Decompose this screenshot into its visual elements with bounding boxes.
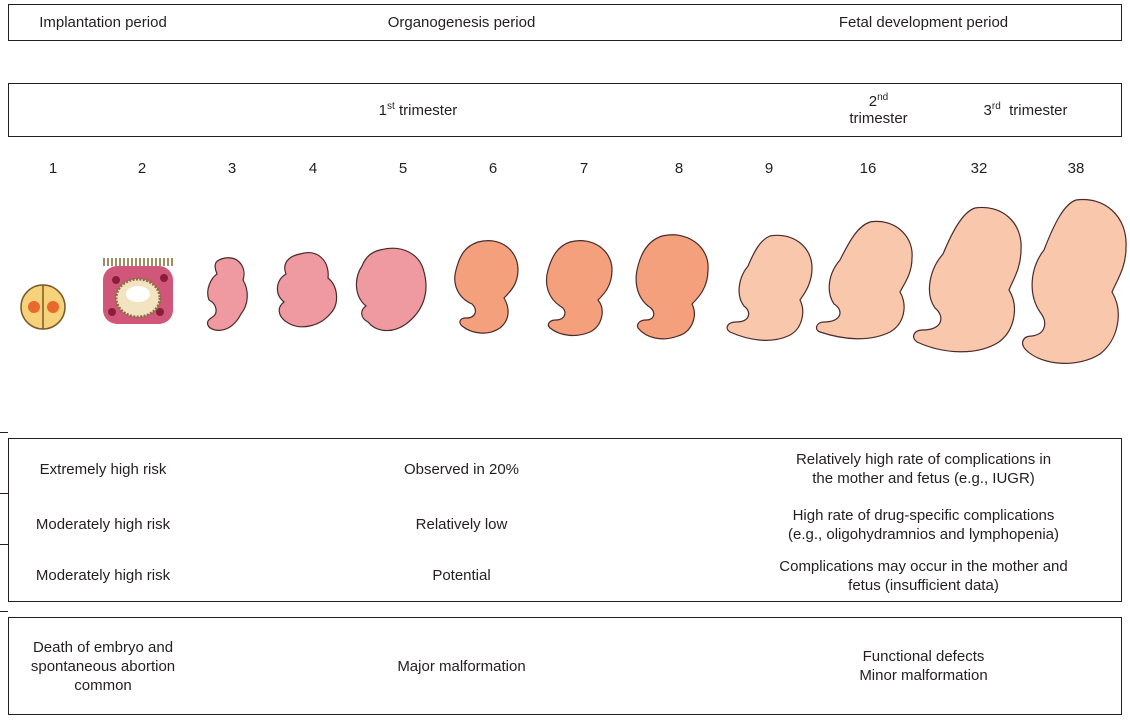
week-label: 7: [580, 160, 588, 177]
fetus-week-16-illustration: [817, 221, 913, 338]
period-organogenesis: Organogenesis period: [197, 4, 727, 41]
risk-row-3-fetal: Complications may occur in the mother an…: [726, 550, 1122, 602]
week-label: 4: [309, 160, 317, 177]
trimester-1-suffix: trimester: [395, 102, 458, 119]
trimester-3: 3rd trimester: [930, 83, 1122, 137]
risk-row-1-fetal: Relatively high rate of complications in…: [726, 438, 1122, 500]
risk-row-3-organogenesis: Potential: [197, 550, 727, 602]
risk-row-1-fetal-line-2: the mother and fetus (e.g., IUGR): [812, 469, 1035, 488]
embryo-week-4-illustration: [277, 253, 336, 327]
trimester-3-sup: rd: [992, 101, 1001, 112]
blastocyst-illustration: [103, 262, 173, 324]
zygote-illustration: [21, 285, 65, 329]
risk-row-2-implantation: Moderately high risk: [8, 499, 198, 551]
week-label: 3: [228, 160, 236, 177]
embryo-week-3-illustration: [208, 258, 248, 331]
embryo-development-illustration: [0, 190, 1130, 390]
risk-row-2-fetal-line-2: (e.g., oligohydramnios and lymphopenia): [788, 525, 1059, 544]
risk-row-1-implantation: Extremely high risk: [8, 438, 198, 500]
outcome-fetal-line-2: Minor malformation: [859, 666, 987, 685]
fetus-week-9-illustration: [727, 235, 812, 340]
row-tick: [0, 611, 8, 612]
trimester-2-sup: nd: [877, 92, 888, 103]
risk-row-1-fetal-line-1: Relatively high rate of complications in: [796, 450, 1051, 469]
outcome-organogenesis: Major malformation: [197, 617, 727, 715]
outcome-implantation-line-1: Death of embryo and: [33, 638, 173, 657]
week-label: 32: [971, 160, 988, 177]
week-label: 16: [860, 160, 877, 177]
week-label: 5: [399, 160, 407, 177]
trimester-2-ordinal: 2: [869, 93, 877, 110]
trimester-2: 2nd trimester: [827, 83, 931, 137]
embryo-week-8-illustration: [636, 235, 708, 339]
risk-row-3-fetal-line-1: Complications may occur in the mother an…: [779, 557, 1067, 576]
week-label: 2: [138, 160, 146, 177]
row-tick: [0, 493, 8, 494]
embryo-week-6-illustration: [455, 241, 518, 333]
week-label: 8: [675, 160, 683, 177]
trimester-2-suffix: trimester: [849, 110, 907, 127]
trimester-3-ordinal: 3: [984, 102, 992, 119]
fetus-week-32-illustration: [914, 207, 1022, 351]
trimester-3-suffix: trimester: [1001, 102, 1068, 119]
week-label: 9: [765, 160, 773, 177]
period-fetal: Fetal development period: [726, 4, 1122, 41]
row-tick: [0, 432, 8, 433]
risk-row-2-fetal-line-1: High rate of drug-specific complications: [793, 506, 1055, 525]
outcome-implantation: Death of embryo and spontaneous abortion…: [8, 617, 198, 715]
outcome-fetal-line-1: Functional defects: [863, 647, 985, 666]
risk-row-2-organogenesis: Relatively low: [197, 499, 727, 551]
risk-row-3-implantation: Moderately high risk: [8, 550, 198, 602]
outcome-implantation-line-3: common: [74, 676, 132, 695]
week-label: 38: [1068, 160, 1085, 177]
week-label: 6: [489, 160, 497, 177]
outcome-implantation-line-2: spontaneous abortion: [31, 657, 175, 676]
week-label: 1: [49, 160, 57, 177]
row-tick: [0, 544, 8, 545]
trimester-1-ordinal: 1: [379, 102, 387, 119]
risk-row-3-fetal-line-2: fetus (insufficient data): [848, 576, 999, 595]
fetus-week-38-illustration: [1023, 199, 1126, 363]
outcome-fetal: Functional defects Minor malformation: [726, 617, 1122, 715]
risk-row-2-fetal: High rate of drug-specific complications…: [726, 499, 1122, 551]
risk-row-1-organogenesis: Observed in 20%: [197, 438, 727, 500]
embryo-week-5-illustration: [356, 248, 426, 330]
embryo-week-7-illustration: [547, 241, 613, 336]
trimester-1-sup: st: [387, 101, 395, 112]
period-implantation: Implantation period: [8, 4, 198, 41]
trimester-1: 1st trimester: [8, 83, 828, 137]
